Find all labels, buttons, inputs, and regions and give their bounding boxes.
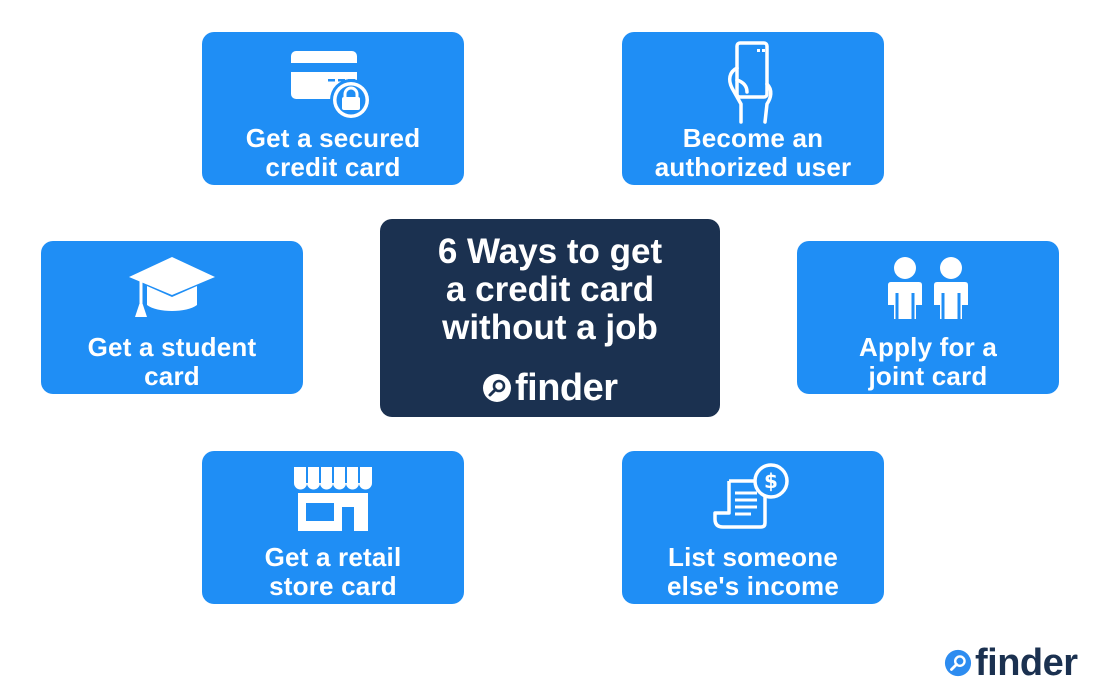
label-line-2: else's income [666, 571, 840, 601]
way-student-card: Get a student card [41, 241, 303, 394]
finder-corner-logo: finder [944, 643, 1078, 683]
title-line-3: without a job [442, 308, 658, 347]
title-line-1: 6 Ways to get [437, 232, 663, 271]
finder-wordmark: finder [515, 367, 618, 409]
title-line-2: a credit card [445, 270, 655, 309]
way-joint-card: Apply for a joint card [797, 241, 1059, 394]
infographic-title: 6 Ways to get a credit card without a jo… [380, 233, 720, 347]
label-line-1: Become an [682, 123, 824, 153]
graduation-cap-icon [129, 257, 215, 317]
receipt-dollar-icon: $ [713, 463, 789, 529]
hand-holding-card-icon [727, 41, 773, 124]
way-retail-store-card: Get a retail store card [202, 451, 464, 604]
label-line-2: card [144, 361, 200, 391]
way-label: Get a secured credit card [202, 124, 464, 182]
way-authorized-user: Become an authorized user [622, 32, 884, 185]
way-label: Get a retail store card [202, 543, 464, 601]
label-line-1: List someone [668, 542, 838, 572]
finder-logo: finder [482, 369, 618, 407]
label-line-2: store card [269, 571, 397, 601]
label-line-1: Get a student [87, 332, 257, 362]
label-line-1: Get a retail [264, 542, 402, 572]
way-secured-card: Get a secured credit card [202, 32, 464, 185]
svg-text:$: $ [764, 469, 778, 493]
label-line-1: Get a secured [245, 123, 421, 153]
finder-magnifier-icon [483, 374, 511, 402]
way-label: List someone else's income [622, 543, 884, 601]
label-line-2: credit card [265, 152, 401, 182]
way-label: Apply for a joint card [797, 333, 1059, 391]
finder-magnifier-icon [944, 649, 972, 677]
center-title-panel: 6 Ways to get a credit card without a jo… [380, 219, 720, 417]
finder-wordmark: finder [975, 642, 1078, 684]
storefront-icon [294, 467, 372, 531]
two-people-icon [888, 257, 968, 319]
label-line-1: Apply for a [859, 332, 997, 362]
way-label: Become an authorized user [622, 124, 884, 182]
way-someone-elses-income: $ List someone else's income [622, 451, 884, 604]
label-line-2: authorized user [654, 152, 852, 182]
secured-card-lock-icon [291, 51, 372, 121]
label-line-2: joint card [868, 361, 988, 391]
way-label: Get a student card [41, 333, 303, 391]
